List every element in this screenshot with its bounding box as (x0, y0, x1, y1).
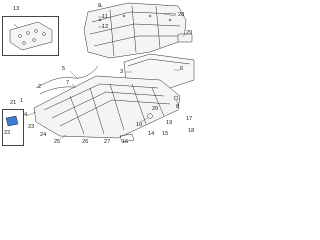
callout-28: 28 (178, 12, 185, 18)
callout-16: 16 (122, 139, 129, 145)
inset-box-13 (2, 16, 59, 56)
callout-19: 19 (166, 120, 173, 126)
leader-lines (25, 4, 187, 140)
parts-diagram (5, 2, 195, 143)
callout-10: 10 (136, 122, 143, 128)
callout-18: 18 (188, 128, 195, 134)
callout-17: 17 (186, 116, 193, 122)
callout-15: 15 (162, 131, 169, 137)
inset-21-part (5, 115, 19, 127)
callout-11: 11 (102, 14, 108, 20)
callout-9: 9 (98, 3, 102, 9)
inset-13-part (9, 21, 53, 51)
callout-29: 29 (186, 30, 193, 36)
callout-3: 3 (120, 69, 124, 75)
callout-4: 4 (24, 112, 28, 118)
wire-harness (35, 65, 99, 89)
callout-2: 2 (38, 84, 42, 90)
callout-13: 13 (13, 6, 20, 12)
pad-29 (177, 33, 193, 43)
callout-26: 26 (82, 139, 89, 145)
battery-cover (83, 2, 187, 59)
callout-12: 12 (102, 24, 109, 30)
callout-27: 27 (104, 139, 111, 145)
callout-23: 23 (28, 124, 35, 130)
callout-14: 14 (148, 131, 155, 137)
callout-5: 5 (62, 66, 66, 72)
callout-21: 21 (10, 100, 17, 106)
callout-7: 7 (66, 80, 70, 86)
callout-8: 8 (176, 104, 180, 110)
callout-6: 6 (180, 66, 184, 72)
bracket-16 (119, 133, 135, 143)
callout-25: 25 (54, 139, 61, 145)
callout-1: 1 (20, 98, 24, 104)
fastener-10 (147, 113, 153, 119)
battery-tray (33, 75, 181, 139)
callout-22: 22 (4, 130, 11, 136)
callout-24: 24 (40, 132, 47, 138)
callout-20: 20 (152, 106, 159, 112)
inset-box-21 (2, 109, 24, 146)
